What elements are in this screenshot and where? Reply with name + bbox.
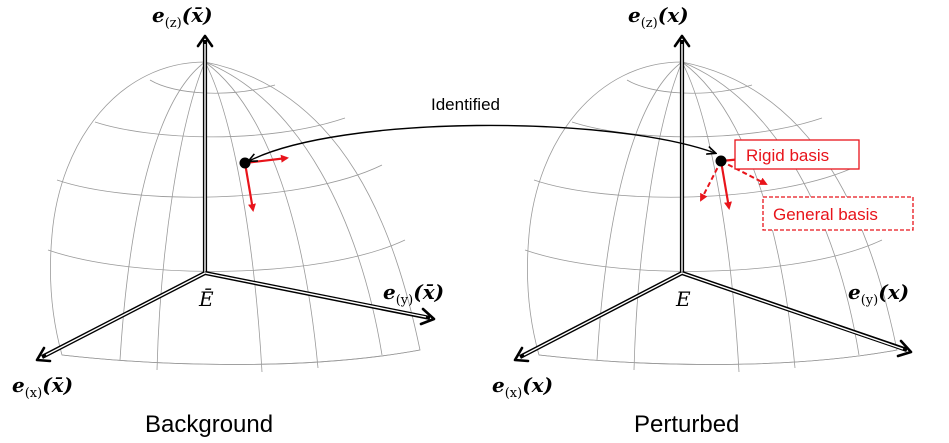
rigid-basis-label: Rigid basis: [746, 146, 829, 165]
identified-connector: [249, 124, 715, 161]
background-origin-label: Ē: [198, 287, 214, 311]
general-basis-label: General basis: [773, 205, 878, 224]
perturbed-axis-y-label: e(y)(x): [848, 280, 909, 308]
perturbed-basis-point: [700, 153, 768, 210]
background-axis-y: [204, 270, 436, 326]
general-basis-callout: General basis: [762, 196, 914, 231]
perturbed-axis-x-label: e(x)(x): [492, 373, 553, 401]
perturbed-sphere-grid: [524, 61, 898, 373]
rigid-basis-callout: Rigid basis: [734, 139, 860, 170]
perturbed-origin-label: E: [675, 287, 691, 311]
background-axis-z: [196, 34, 214, 273]
identified-label: Identified: [431, 95, 500, 114]
perturbed-caption: Perturbed: [634, 411, 739, 438]
background-axis-y-label: e(y)(x̄): [383, 280, 444, 308]
perturbed-axis-z-label: e(z)(x): [628, 3, 689, 31]
background-panel: [35, 34, 436, 373]
perturbed-axis-y: [681, 271, 913, 358]
background-sphere-grid: [47, 61, 421, 373]
background-axis-z-label: e(z)(x̄): [152, 3, 213, 31]
perturbed-axis-x: [513, 271, 683, 363]
background-caption: Background: [145, 411, 273, 438]
background-axis-x-label: e(x)(x̄): [12, 373, 73, 401]
background-basis-point: [239, 154, 289, 212]
background-axis-x: [35, 271, 206, 363]
